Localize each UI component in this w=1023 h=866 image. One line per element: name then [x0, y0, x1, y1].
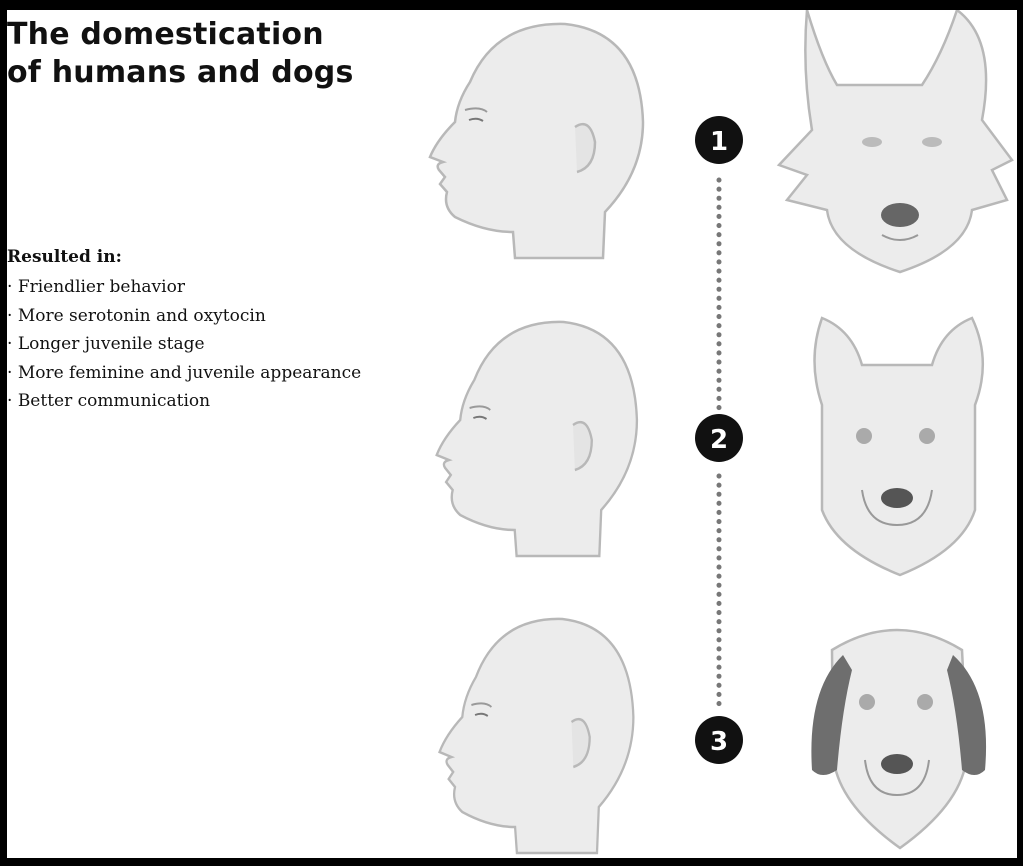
human-head-modern — [438, 617, 635, 855]
ear-left — [811, 655, 852, 775]
result-item: Longer juvenile stage — [7, 330, 361, 359]
results-heading: Resulted in: — [7, 247, 122, 267]
stage-number: 2 — [710, 425, 728, 455]
stage-marker-1: 1 — [695, 116, 743, 164]
results-list: Resulted in: Friendlier behavior More se… — [7, 247, 361, 416]
title-line-2: of humans and dogs — [7, 55, 354, 90]
human-head-early — [428, 22, 645, 260]
result-item: Friendlier behavior — [7, 273, 361, 302]
result-item: More serotonin and oxytocin — [7, 302, 361, 331]
wolf-head — [776, 10, 1014, 274]
illustration: 1 2 3 — [428, 10, 1014, 855]
page-title: The domestication of humans and dogs — [7, 16, 354, 92]
ear-right — [947, 655, 987, 775]
stage-number: 1 — [710, 127, 728, 157]
dog-head-floppy-ears — [811, 628, 987, 850]
infographic: The domestication of humans and dogs Res… — [7, 10, 1017, 858]
human-head-middle — [435, 320, 639, 558]
result-item: More feminine and juvenile appearance — [7, 359, 361, 388]
title-line-1: The domestication — [7, 17, 324, 52]
dog-head-pointed-ears — [813, 316, 984, 577]
stage-marker-3: 3 — [695, 716, 743, 764]
stage-number: 3 — [710, 727, 728, 757]
stage-marker-2: 2 — [695, 414, 743, 462]
result-item: Better communication — [7, 387, 361, 416]
